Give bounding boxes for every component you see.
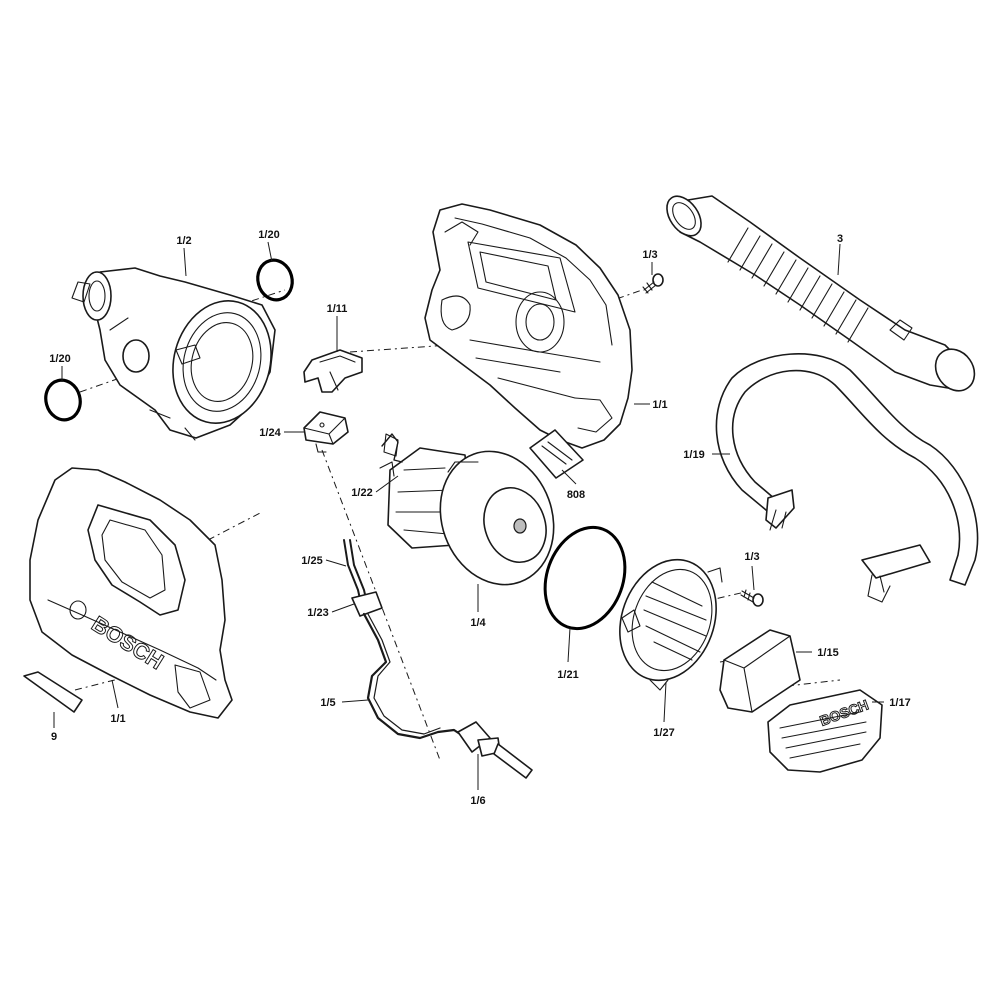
switch-block [303, 411, 349, 453]
large-o-ring [543, 525, 627, 631]
motor-mount-housing [71, 267, 276, 441]
callout-labels: 1/2 1/20 1/20 1/11 1/24 1/22 1/25 1/23 1… [49, 229, 910, 807]
callout-1-20-left: 1/20 [49, 353, 70, 365]
spring-clip [381, 433, 403, 463]
motor-assembly [379, 433, 555, 586]
callout-1-17: 1/17 [889, 697, 910, 709]
callout-1-6: 1/6 [470, 795, 485, 807]
leader-lines [53, 241, 884, 790]
callout-1-22: 1/22 [351, 487, 372, 499]
shoulder-strap [715, 353, 979, 603]
callout-1-11: 1/11 [327, 303, 348, 315]
callout-1-1-right: 1/1 [652, 399, 667, 411]
cable-harness [343, 539, 468, 740]
callout-1-3-top: 1/3 [642, 249, 657, 261]
filter-pad [719, 629, 801, 713]
callout-1-1-left: 1/1 [110, 713, 125, 725]
callout-1-2: 1/2 [176, 235, 191, 247]
callout-1-15: 1/15 [817, 647, 838, 659]
callout-1-24: 1/24 [259, 427, 281, 439]
callout-1-5: 1/5 [320, 697, 335, 709]
callout-1-19: 1/19 [683, 449, 704, 461]
label-9 [23, 671, 83, 713]
callout-1-21: 1/21 [557, 669, 578, 681]
front-grille-cover: BOSCH [767, 689, 883, 773]
callout-1-4: 1/4 [470, 617, 486, 629]
callout-1-23: 1/23 [307, 607, 328, 619]
callout-1-27: 1/27 [653, 727, 674, 739]
handle-housing: BOSCH [29, 467, 233, 719]
callout-1-20-top: 1/20 [258, 229, 279, 241]
cable-clip [303, 349, 363, 393]
label-808 [529, 429, 584, 479]
temperature-sensor [457, 721, 533, 779]
callout-3: 3 [837, 233, 843, 245]
o-ring-left [44, 378, 82, 422]
fan-cover [619, 558, 723, 691]
screw-bottom [740, 589, 764, 607]
blower-tube [666, 195, 976, 392]
callout-9: 9 [51, 731, 57, 743]
o-ring-top [256, 258, 294, 302]
screw-top [642, 273, 664, 294]
main-housing-half [424, 203, 633, 449]
callout-1-25: 1/25 [301, 555, 322, 567]
callout-1-3-bottom: 1/3 [744, 551, 759, 563]
callout-808: 808 [567, 489, 585, 501]
